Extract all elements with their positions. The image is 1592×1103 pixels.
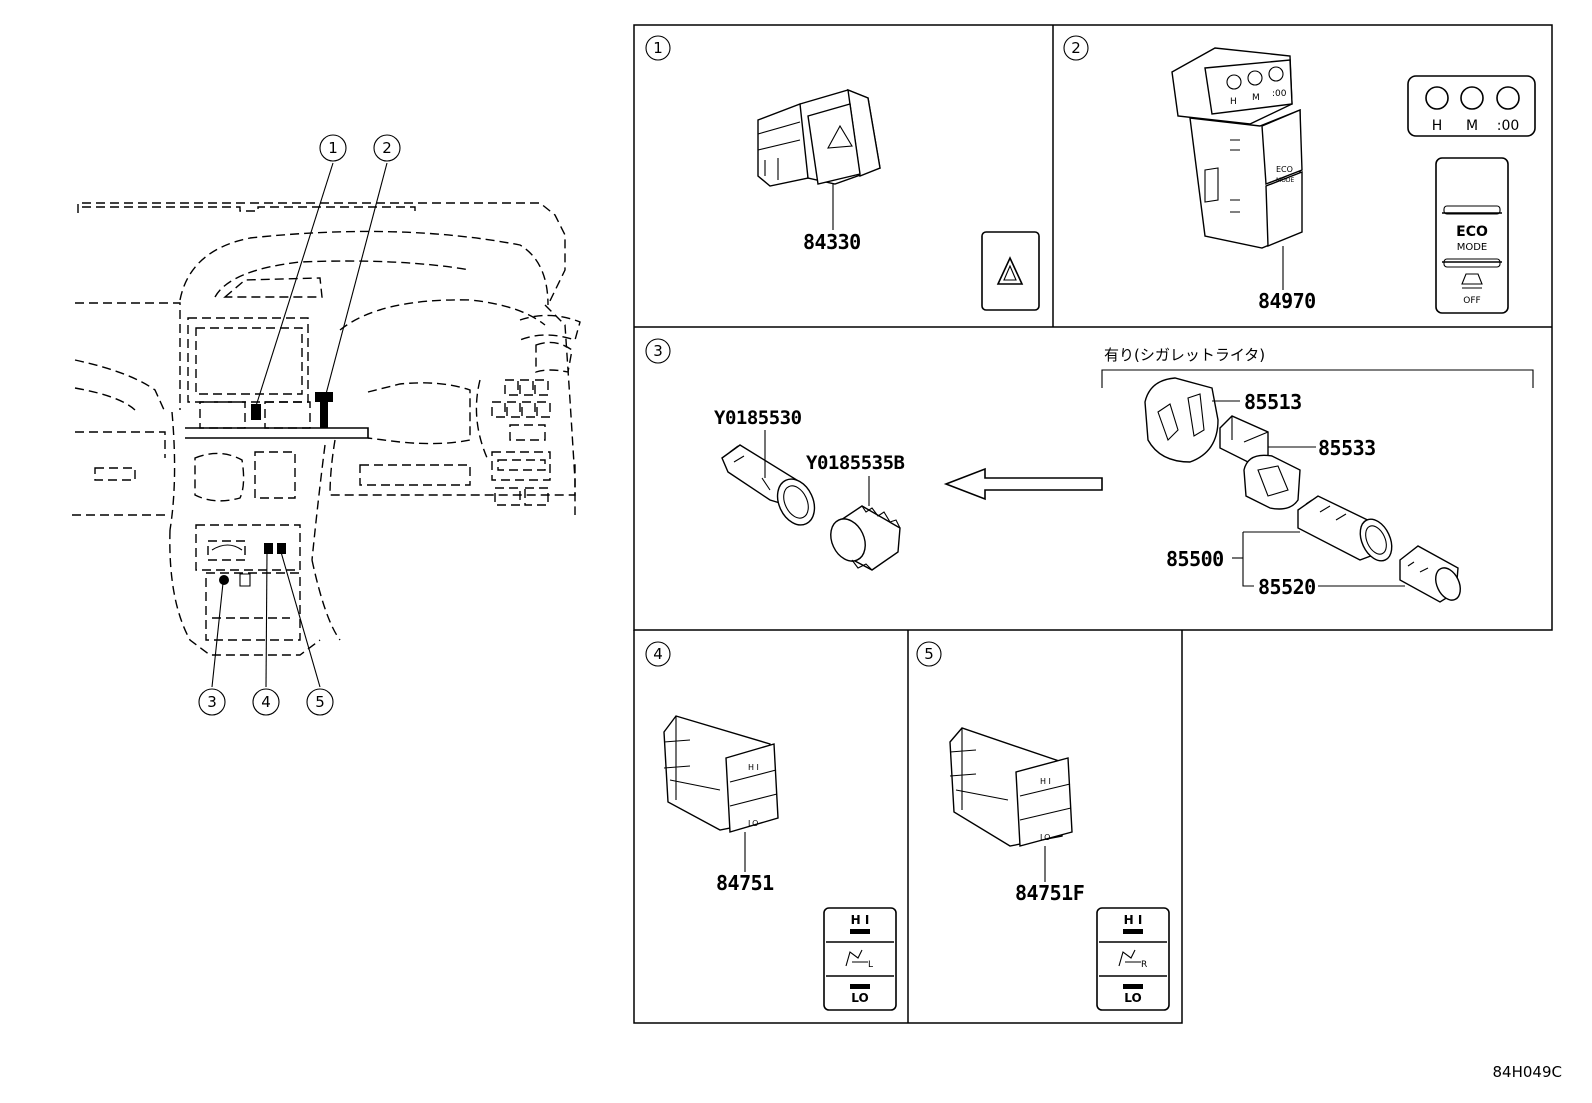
- clock-eco-switch-part: H M :00 ECO MODE: [1171, 47, 1303, 249]
- callout-1-target: [251, 404, 261, 420]
- power-outlet-socket: [721, 444, 816, 526]
- part-number-85513: 85513: [1244, 390, 1302, 414]
- eco-switch-face: ECO MODE OFF: [1435, 157, 1509, 314]
- seat-heat-icon-right: [1118, 949, 1141, 967]
- part-number-85520: 85520: [1258, 575, 1316, 599]
- part-number-84751: 84751: [716, 871, 774, 895]
- part-number-84970: 84970: [1258, 289, 1316, 313]
- hazard-switch-face: [981, 231, 1040, 311]
- svg-text:3: 3: [653, 342, 663, 360]
- callout-2: 2: [373, 134, 401, 162]
- svg-text:H I: H I: [1124, 913, 1143, 927]
- part-number-84330: 84330: [803, 230, 861, 254]
- svg-text:H I: H I: [1040, 777, 1051, 786]
- part-number-Y0185530: Y0185530: [714, 407, 802, 429]
- clock-switch-face: H M :00: [1407, 75, 1536, 137]
- part-number-85533: 85533: [1318, 436, 1376, 460]
- svg-text:4: 4: [653, 645, 663, 663]
- svg-text:H I: H I: [748, 763, 759, 772]
- part-number-85500: 85500: [1166, 547, 1224, 571]
- svg-text:LO: LO: [1040, 833, 1050, 842]
- svg-text:H I: H I: [851, 913, 870, 927]
- svg-text:M: M: [1252, 93, 1260, 103]
- hazard-switch-part: [757, 88, 881, 187]
- replacement-arrow: [943, 467, 1103, 501]
- panel-hazard-switch: 1 84330: [645, 35, 1040, 311]
- svg-text:5: 5: [924, 645, 934, 663]
- svg-text:1: 1: [328, 139, 338, 157]
- panel-power-outlet: 3 Y0185530 Y0185535B 有り(シガレットライタ) 85513: [645, 338, 1534, 603]
- callout-4-target: [264, 543, 273, 554]
- lighter-socket: [1297, 495, 1393, 562]
- callout-1: 1: [319, 134, 347, 162]
- drawing-code: 84H049C: [1492, 1063, 1562, 1081]
- callout-3: 3: [198, 688, 226, 716]
- seat-heater-switch-right-part: H I LO: [949, 727, 1073, 847]
- seat-heater-switch-left-part: H I LO: [663, 715, 779, 833]
- svg-text:LO: LO: [1124, 991, 1141, 1005]
- svg-text:2: 2: [382, 139, 392, 157]
- panel-seat-heater-right: 5 H I LO 84751F H I R LO: [916, 641, 1170, 1011]
- power-outlet-cap: [830, 505, 901, 571]
- lighter-plug: [1399, 545, 1461, 603]
- panel-frames: [633, 24, 1553, 1024]
- right-button-cluster: [491, 379, 551, 506]
- svg-text:3: 3: [207, 693, 217, 711]
- svg-text:LO: LO: [748, 819, 758, 828]
- svg-text:L: L: [868, 960, 873, 970]
- seat-heat-icon-left: [845, 949, 868, 967]
- svg-text:OFF: OFF: [1463, 296, 1480, 306]
- svg-text:MODE: MODE: [1276, 177, 1295, 184]
- lighter-retainer: [1144, 377, 1219, 463]
- part-number-84751F: 84751F: [1015, 881, 1084, 905]
- panel-seat-heater-left: 4 H I LO 84751 H I L LO: [645, 641, 897, 1011]
- traction-control-icon: [1461, 273, 1483, 289]
- seat-heater-face-left: H I L LO: [823, 907, 897, 1011]
- callout-2-target: [315, 392, 333, 428]
- callout-3-target: [219, 575, 229, 585]
- svg-text:4: 4: [261, 693, 271, 711]
- part-number-Y0185535B: Y0185535B: [806, 452, 905, 474]
- svg-text:H: H: [1230, 97, 1237, 107]
- svg-text:2: 2: [1071, 39, 1081, 57]
- svg-text::00: :00: [1272, 89, 1287, 99]
- svg-text:1: 1: [653, 39, 663, 57]
- panel-clock-eco-switch: 2 H M :00 ECO MODE 84970 H M :: [1063, 35, 1536, 314]
- callout-5: 5: [306, 688, 334, 716]
- callout-5-target: [277, 543, 286, 554]
- dashboard-overview: 1 2 3 4 5: [72, 134, 581, 716]
- svg-text:ECO: ECO: [1456, 224, 1488, 240]
- svg-text:5: 5: [315, 693, 325, 711]
- hazard-triangle-icon: [827, 124, 853, 149]
- group-label: 有り(シガレットライタ): [1104, 346, 1265, 364]
- svg-text:ECO: ECO: [1276, 165, 1293, 174]
- svg-text:R: R: [1141, 960, 1147, 970]
- svg-text:M: M: [1466, 118, 1478, 134]
- lighter-ring: [1243, 454, 1301, 510]
- svg-text:LO: LO: [851, 991, 868, 1005]
- lighter-illumination: [1219, 415, 1269, 467]
- svg-text:MODE: MODE: [1457, 242, 1488, 253]
- callout-4: 4: [252, 688, 280, 716]
- seat-heater-face-right: H I R LO: [1096, 907, 1170, 1011]
- svg-text::00: :00: [1497, 118, 1520, 134]
- svg-text:H: H: [1432, 118, 1443, 134]
